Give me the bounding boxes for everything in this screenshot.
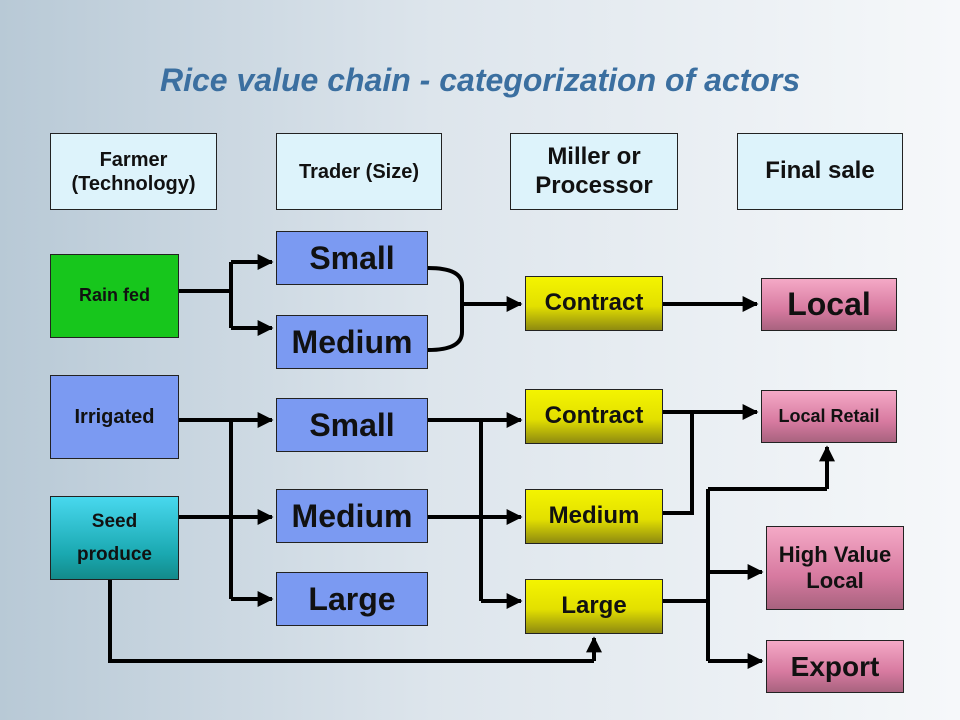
miller-large-label: Large — [561, 592, 627, 620]
trader-small-1: Small — [276, 231, 428, 285]
header-final-sale: Final sale — [737, 133, 903, 210]
header-miller-label: Miller or Processor — [535, 142, 653, 199]
trader-small-2: Small — [276, 398, 428, 452]
miller-medium-label: Medium — [548, 502, 640, 530]
final-export: Export — [766, 640, 904, 693]
page-title: Rice value chain - categorization of act… — [160, 62, 801, 98]
miller-contract-1-label: Contract — [544, 289, 644, 317]
connector-millers-retail — [663, 410, 694, 515]
final-high-value-local-label: High Value Local — [778, 541, 892, 593]
miller-contract-2: Contract — [525, 389, 663, 444]
farmer-rain-fed-label: Rain fed — [78, 285, 150, 306]
trader-large-label: Large — [308, 580, 396, 617]
farmer-seed-produce: Seed produce — [50, 496, 179, 580]
trader-medium-1: Medium — [276, 315, 428, 369]
trader-large: Large — [276, 572, 428, 626]
header-final-sale-label: Final sale — [765, 157, 875, 185]
miller-large: Large — [525, 579, 663, 634]
connector-brace — [427, 266, 464, 352]
header-trader-label: Trader (Size) — [298, 160, 420, 183]
header-farmer: Farmer (Technology) — [50, 133, 217, 210]
farmer-rain-fed: Rain fed — [50, 254, 179, 338]
final-local-label: Local — [787, 286, 871, 323]
header-trader: Trader (Size) — [276, 133, 442, 210]
trader-medium-2: Medium — [276, 489, 428, 543]
trader-medium-1-label: Medium — [291, 323, 413, 360]
farmer-seed-produce-label: Seed produce — [77, 510, 152, 565]
trader-small-1-label: Small — [309, 239, 395, 276]
trader-medium-2-label: Medium — [291, 497, 413, 534]
final-local: Local — [761, 278, 897, 331]
final-local-retail-label: Local Retail — [778, 405, 880, 426]
farmer-irrigated: Irrigated — [50, 375, 179, 459]
final-local-retail: Local Retail — [761, 390, 897, 443]
header-farmer-label: Farmer (Technology) — [71, 148, 196, 195]
final-export-label: Export — [790, 650, 880, 682]
header-miller: Miller or Processor — [510, 133, 678, 210]
miller-contract-2-label: Contract — [544, 402, 644, 430]
miller-medium: Medium — [525, 489, 663, 544]
miller-contract-1: Contract — [525, 276, 663, 331]
farmer-irrigated-label: Irrigated — [74, 406, 155, 428]
trader-small-2-label: Small — [309, 406, 395, 443]
connector-seed-bottom — [108, 580, 594, 663]
final-high-value-local: High Value Local — [766, 526, 904, 610]
